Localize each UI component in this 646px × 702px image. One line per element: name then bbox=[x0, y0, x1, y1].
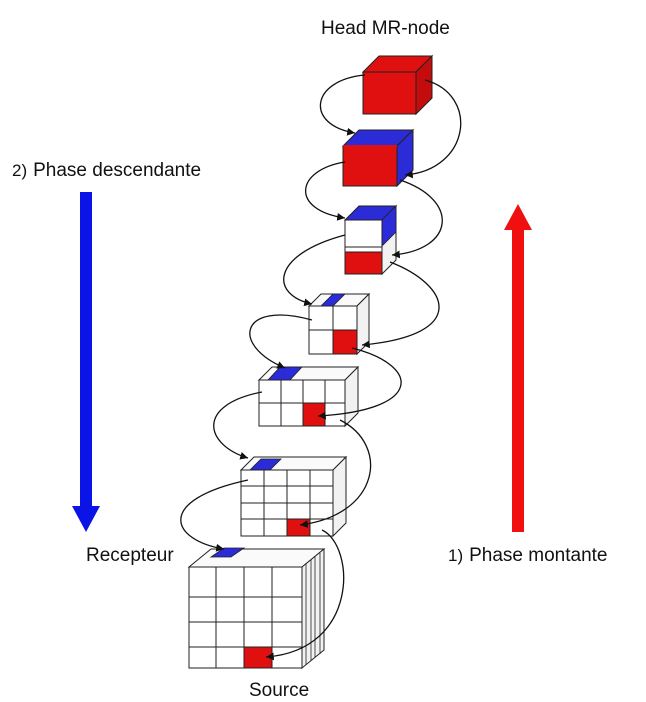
cube-level-5 bbox=[257, 365, 360, 428]
head-mr-node-label: Head MR-node bbox=[321, 18, 450, 39]
ascending-phase-arrow bbox=[504, 204, 532, 532]
phase-ascending-text: Phase montante bbox=[469, 545, 608, 566]
phase-descending-label: 2) Phase descendante bbox=[12, 160, 201, 182]
source-label: Source bbox=[249, 680, 310, 701]
phase-ascending-label: 1) Phase montante bbox=[448, 545, 608, 567]
phase-descending-number: 2) bbox=[12, 161, 28, 180]
cube-level-1-head bbox=[361, 54, 434, 116]
cube-level-4 bbox=[307, 292, 371, 356]
receptor-label: Recepteur bbox=[86, 545, 174, 566]
cube-level-7-source bbox=[187, 547, 326, 670]
phase-ascending-number: 1) bbox=[448, 546, 464, 565]
phase-descending-text: Phase descendante bbox=[33, 160, 202, 181]
connection-arrows bbox=[180, 74, 462, 661]
cube-level-2 bbox=[341, 128, 415, 188]
cube-level-6 bbox=[239, 455, 348, 538]
descending-phase-arrow bbox=[72, 192, 100, 532]
cube-level-3 bbox=[343, 204, 398, 276]
